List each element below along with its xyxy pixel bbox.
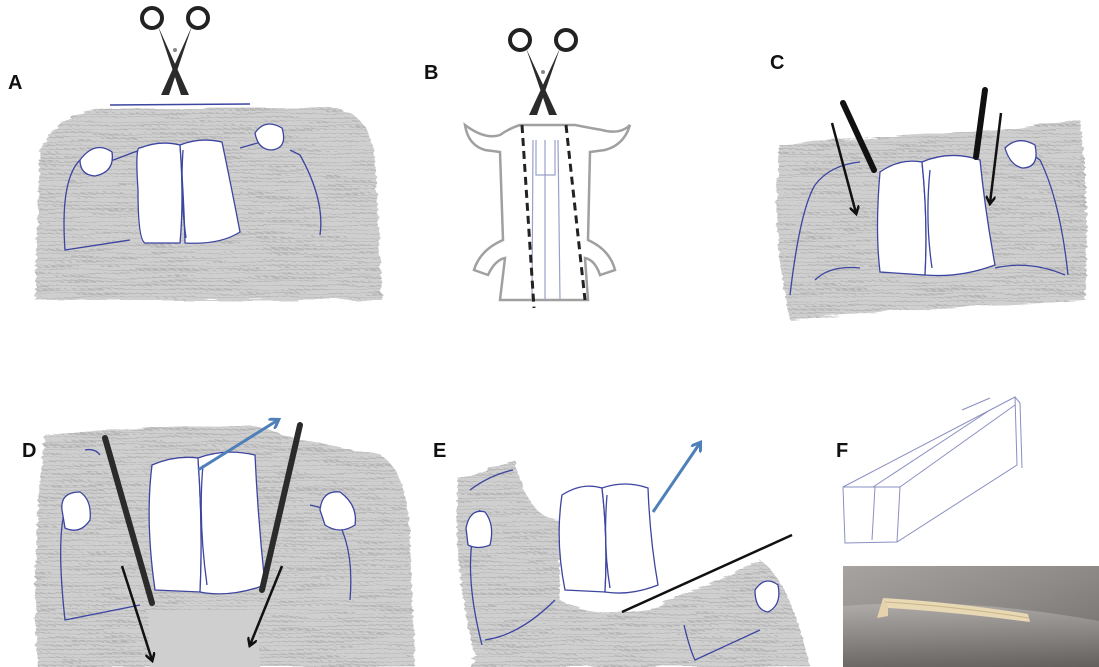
panel-a <box>35 8 382 300</box>
vertebra-right-e <box>602 484 658 593</box>
animal-outline <box>465 125 630 300</box>
vertebra-left-e <box>559 486 606 592</box>
vertebra-left-a <box>137 143 182 243</box>
panel-d <box>35 420 415 667</box>
vertebra-left-d <box>149 457 201 592</box>
panel-b <box>465 30 630 308</box>
dorsal-line-a <box>110 104 250 105</box>
cut-line-right <box>566 125 585 300</box>
scissors-icon <box>510 30 576 115</box>
spine-b <box>532 140 560 300</box>
panel-e <box>457 443 810 667</box>
joint-left-d <box>62 492 90 530</box>
panel-c <box>777 90 1087 320</box>
vertebra-left-c <box>878 161 927 275</box>
scissors-icon <box>142 8 208 95</box>
spine-segment-outline <box>843 397 1017 543</box>
spine-photo <box>843 566 1099 667</box>
arrow-up-blue-e <box>653 443 700 512</box>
vertebra-right-d <box>198 452 265 594</box>
joint-left-e <box>466 511 492 547</box>
panel-f <box>843 397 1022 543</box>
